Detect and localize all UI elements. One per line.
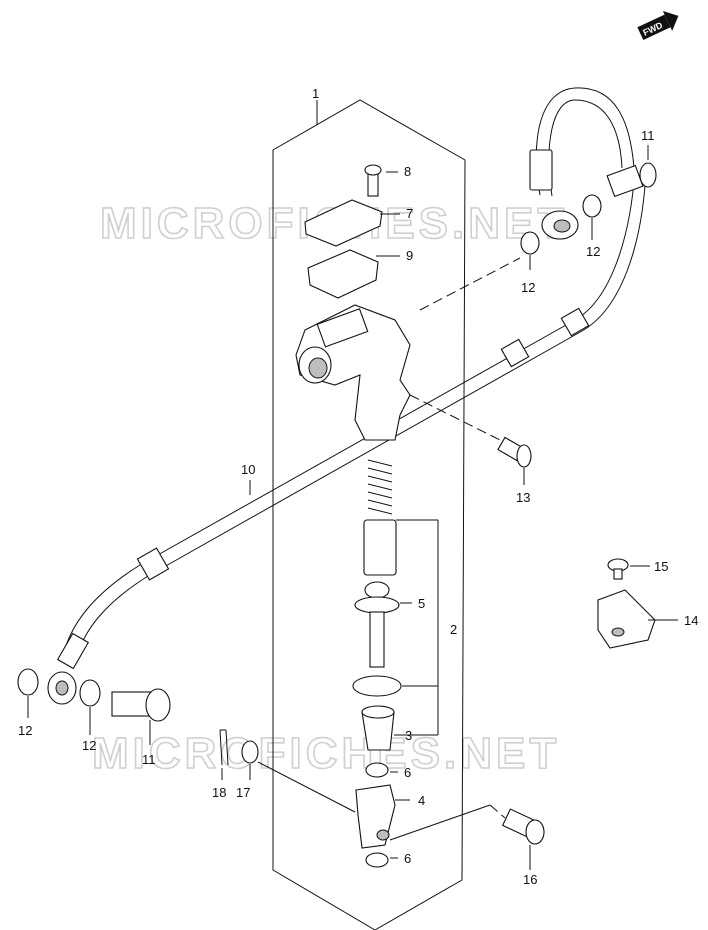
callout-12-upper-right: 12 bbox=[586, 244, 600, 259]
brake-hose-10 bbox=[61, 169, 647, 667]
circlip bbox=[352, 675, 402, 697]
pin-16 bbox=[501, 808, 545, 845]
screw-15 bbox=[607, 558, 629, 580]
callout-6-upper: 6 bbox=[404, 765, 411, 780]
callout-16: 16 bbox=[523, 872, 537, 887]
callout-7: 7 bbox=[406, 206, 413, 221]
banjo-bolt-11-upper bbox=[606, 162, 657, 198]
callout-3: 3 bbox=[405, 728, 412, 743]
callout-6-lower: 6 bbox=[404, 851, 411, 866]
washer-12-upper-right bbox=[582, 194, 602, 218]
washer-12-lower-mid bbox=[79, 679, 101, 707]
dashed-leaders bbox=[409, 257, 521, 819]
clevis-4 bbox=[355, 784, 396, 849]
leader-lines bbox=[27, 100, 678, 870]
callout-13: 13 bbox=[516, 490, 530, 505]
callout-9: 9 bbox=[406, 248, 413, 263]
callout-2: 2 bbox=[450, 622, 457, 637]
push-rod-5 bbox=[354, 581, 400, 668]
callout-4: 4 bbox=[418, 793, 425, 808]
callout-10: 10 bbox=[241, 462, 255, 477]
callout-18: 18 bbox=[212, 785, 226, 800]
washer-17 bbox=[241, 740, 259, 764]
assembly-outline bbox=[272, 99, 466, 930]
cotter-pin-18 bbox=[219, 729, 229, 766]
watermark-bottom: MICROFICHES.NET bbox=[92, 729, 560, 778]
bracket-14 bbox=[597, 589, 656, 649]
callout-12-lower-mid: 12 bbox=[82, 738, 96, 753]
callout-15: 15 bbox=[654, 559, 668, 574]
fwd-arrow-icon: FWD bbox=[637, 10, 679, 40]
callout-12-upper-left: 12 bbox=[521, 280, 535, 295]
nut-6-upper bbox=[365, 762, 389, 778]
cap-7 bbox=[304, 199, 383, 247]
callout-12-lower-left: 12 bbox=[18, 723, 32, 738]
spring-2 bbox=[367, 459, 393, 515]
callout-11-lower: 11 bbox=[142, 752, 156, 767]
callout-1: 1 bbox=[312, 86, 319, 101]
screw-8 bbox=[364, 164, 382, 197]
bolt-13 bbox=[497, 436, 532, 468]
master-cylinder-body bbox=[295, 304, 411, 441]
callout-5: 5 bbox=[418, 596, 425, 611]
nut-6-lower bbox=[365, 852, 389, 868]
callout-17: 17 bbox=[236, 785, 250, 800]
diaphragm-9 bbox=[307, 249, 379, 299]
banjo-bolt-11-lower bbox=[111, 688, 171, 722]
banjo-fitting-lower bbox=[47, 632, 90, 705]
brake-hose-upper bbox=[529, 87, 635, 240]
washer-12-lower-left bbox=[17, 668, 39, 696]
callout-14: 14 bbox=[684, 613, 698, 628]
piston-2 bbox=[363, 519, 397, 576]
washer-12-upper-left bbox=[520, 231, 540, 255]
callout-11-upper: 11 bbox=[641, 128, 655, 143]
callout-8: 8 bbox=[404, 164, 411, 179]
